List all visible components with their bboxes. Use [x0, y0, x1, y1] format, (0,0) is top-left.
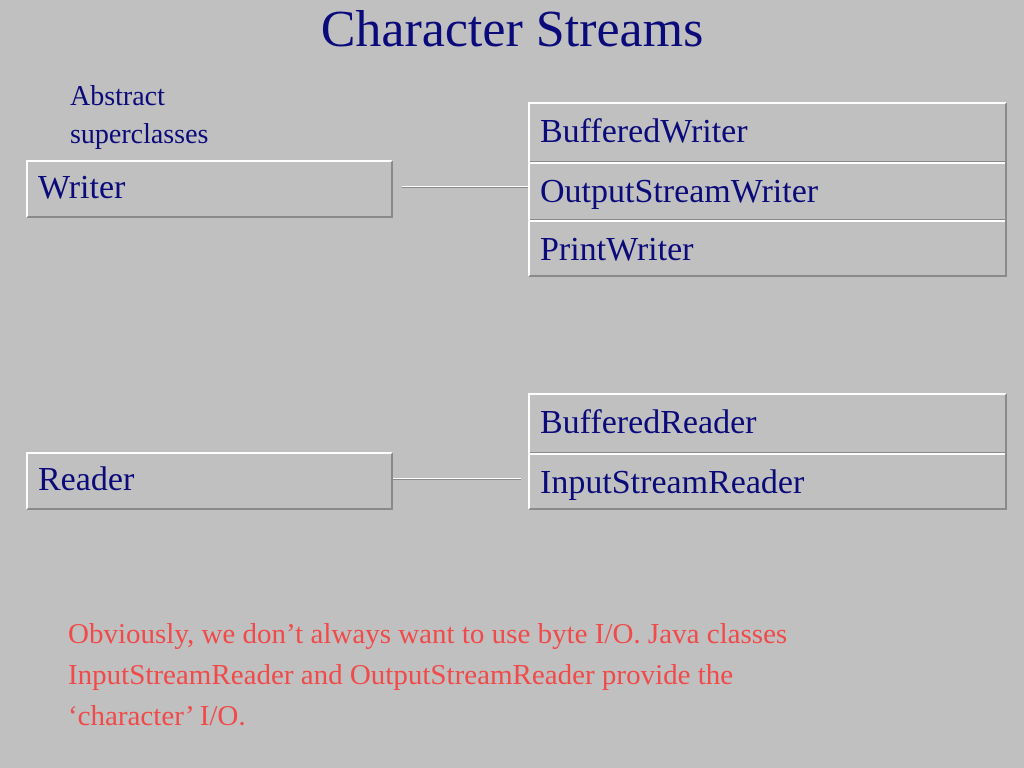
note-line-3: ‘character’ I/O.	[68, 700, 246, 732]
note-line-1: Obviously, we don’t always want to use b…	[68, 618, 788, 650]
writer-subclass-printwriter: PrintWriter	[530, 220, 1005, 278]
reader-superclass-box: Reader	[26, 452, 393, 510]
writer-subclass-bufferedwriter: BufferedWriter	[530, 104, 1005, 162]
reader-subclass-inputstreamreader: InputStreamReader	[530, 453, 1005, 511]
note-line-2: InputStreamReader and OutputStreamReader…	[68, 659, 734, 691]
writer-subclasses-table: BufferedWriter OutputStreamWriter PrintW…	[528, 102, 1007, 277]
explanation-note: Obviously, we don’t always want to use b…	[68, 614, 968, 737]
caption-line-1: Abstract	[70, 81, 165, 112]
slide-title: Character Streams	[320, 1, 704, 58]
reader-subclasses-table: BufferedReader InputStreamReader	[528, 393, 1007, 510]
writer-superclass-box: Writer	[26, 160, 393, 218]
writer-subclass-outputstreamwriter: OutputStreamWriter	[530, 162, 1005, 220]
reader-subclass-bufferedreader: BufferedReader	[530, 395, 1005, 453]
abstract-superclasses-caption: Abstract superclasses	[70, 78, 290, 154]
reader-connector-line	[393, 478, 521, 480]
writer-connector-line	[402, 186, 528, 188]
caption-line-2: superclasses	[70, 119, 209, 150]
